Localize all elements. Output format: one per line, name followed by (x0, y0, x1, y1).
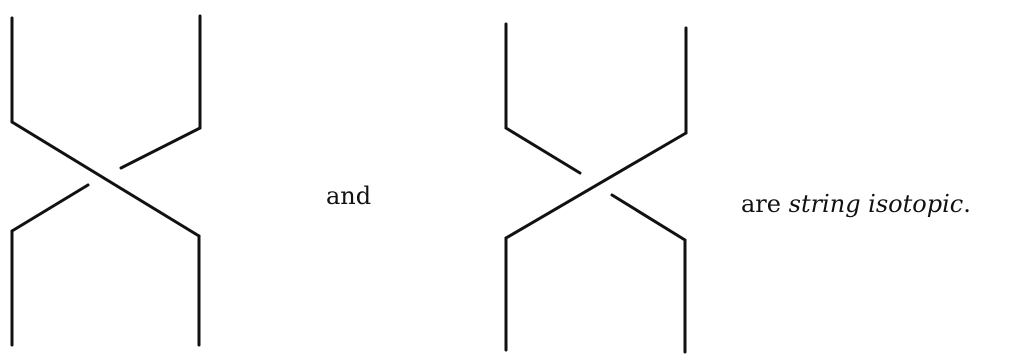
statement-period: . (963, 190, 971, 218)
crossing-right-svg (504, 22, 688, 354)
strand-under-lower-segment (610, 193, 687, 242)
statement-term: string isotopic (788, 190, 964, 218)
strand-under-lower-segment (10, 183, 90, 233)
statement-text: are string isotopic. (741, 192, 971, 216)
crossing-diagram-right (490, 0, 710, 357)
strand-under-upper-segment (504, 126, 582, 175)
connector-text-and: and (326, 182, 372, 210)
strand-over-diagonal (504, 131, 688, 240)
strand-under-upper-segment (119, 126, 202, 170)
crossing-left-svg (10, 14, 202, 347)
strand-over-diagonal (10, 120, 201, 238)
crossing-diagram-left (0, 0, 220, 357)
statement-are: are (741, 190, 781, 218)
